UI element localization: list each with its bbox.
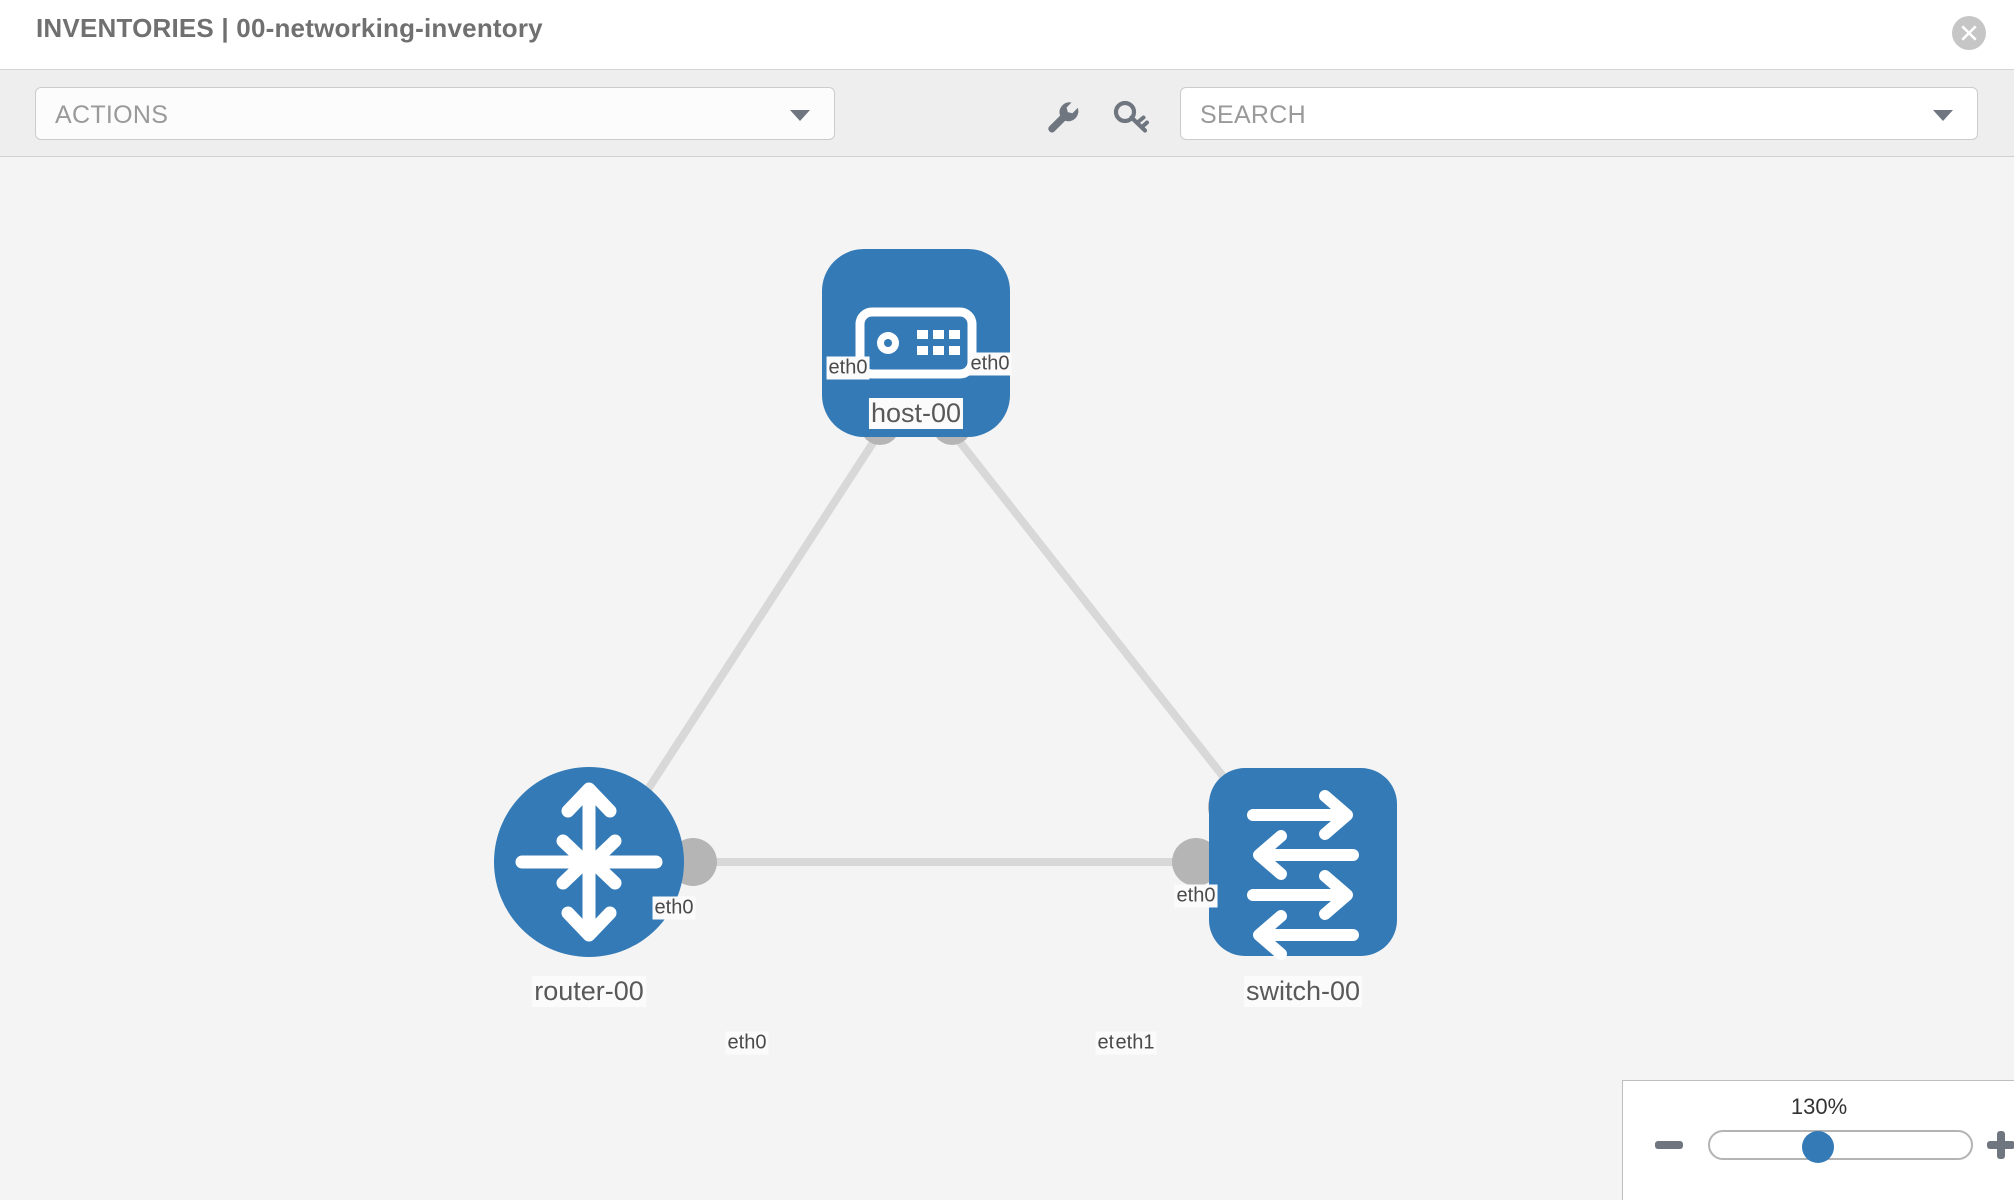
page-title: INVENTORIES | 00-networking-inventory xyxy=(36,13,543,43)
key-glyph xyxy=(1113,100,1149,133)
close-icon[interactable] xyxy=(1952,16,1986,50)
zoom-out-button[interactable] xyxy=(1655,1141,1683,1149)
iface-label-router-eth0-trunk: eth0 xyxy=(725,1031,769,1055)
actions-dropdown-label: ACTIONS xyxy=(55,101,169,129)
node-switch-00[interactable] xyxy=(1209,768,1397,960)
toolbar: ACTIONS SEARCH xyxy=(0,69,2014,157)
page-header: INVENTORIES | 00-networking-inventory xyxy=(0,0,2014,69)
zoom-control-panel: 130% xyxy=(1622,1080,2014,1200)
topology-graph xyxy=(494,249,1397,960)
wrench-glyph xyxy=(1048,102,1079,133)
zoom-slider-track[interactable] xyxy=(1708,1130,1973,1160)
iface-label-switch-eth1-trunk: eth1 xyxy=(1113,1031,1157,1055)
iface-label-switch-eth0-uplink: eth0 xyxy=(1174,884,1218,908)
key-icon[interactable] xyxy=(1112,98,1150,136)
link-endpoint-group xyxy=(669,405,1256,886)
actions-dropdown[interactable]: ACTIONS xyxy=(35,87,835,140)
zoom-level-value: 130% xyxy=(1790,1094,1848,1119)
topology-canvas[interactable]: eth0 eth0 eth0 eth0 eth0 eth0 eth1 host-… xyxy=(0,157,2014,1200)
node-label-switch-00: switch-00 xyxy=(1243,976,1363,1007)
iface-label-host-eth0-right: eth0 xyxy=(968,352,1012,376)
wrench-icon[interactable] xyxy=(1044,98,1082,136)
chevron-down-icon[interactable] xyxy=(1933,110,1953,121)
close-x-glyph xyxy=(1961,25,1977,41)
node-host-00[interactable] xyxy=(822,249,1010,437)
iface-label-host-eth0-left: eth0 xyxy=(826,356,870,380)
zoom-in-button[interactable] xyxy=(1987,1131,2014,1159)
chevron-down-icon xyxy=(790,110,810,121)
node-label-host-00: host-00 xyxy=(868,398,964,429)
node-label-router-00: router-00 xyxy=(532,976,646,1007)
search-placeholder: SEARCH xyxy=(1200,101,1306,129)
router-arrows-icon xyxy=(515,782,663,942)
iface-label-router-eth0-uplink: eth0 xyxy=(652,896,696,920)
server-icon xyxy=(855,307,977,379)
link-host-router[interactable] xyxy=(626,429,884,820)
node-router-00[interactable] xyxy=(494,767,684,957)
endpoint-knob[interactable] xyxy=(1172,838,1220,886)
link-group xyxy=(626,429,1259,866)
link-host-switch[interactable] xyxy=(948,429,1259,820)
switch-arrows-icon xyxy=(1247,790,1359,960)
search-input[interactable]: SEARCH xyxy=(1180,87,1978,140)
zoom-slider-thumb[interactable] xyxy=(1802,1131,1834,1163)
